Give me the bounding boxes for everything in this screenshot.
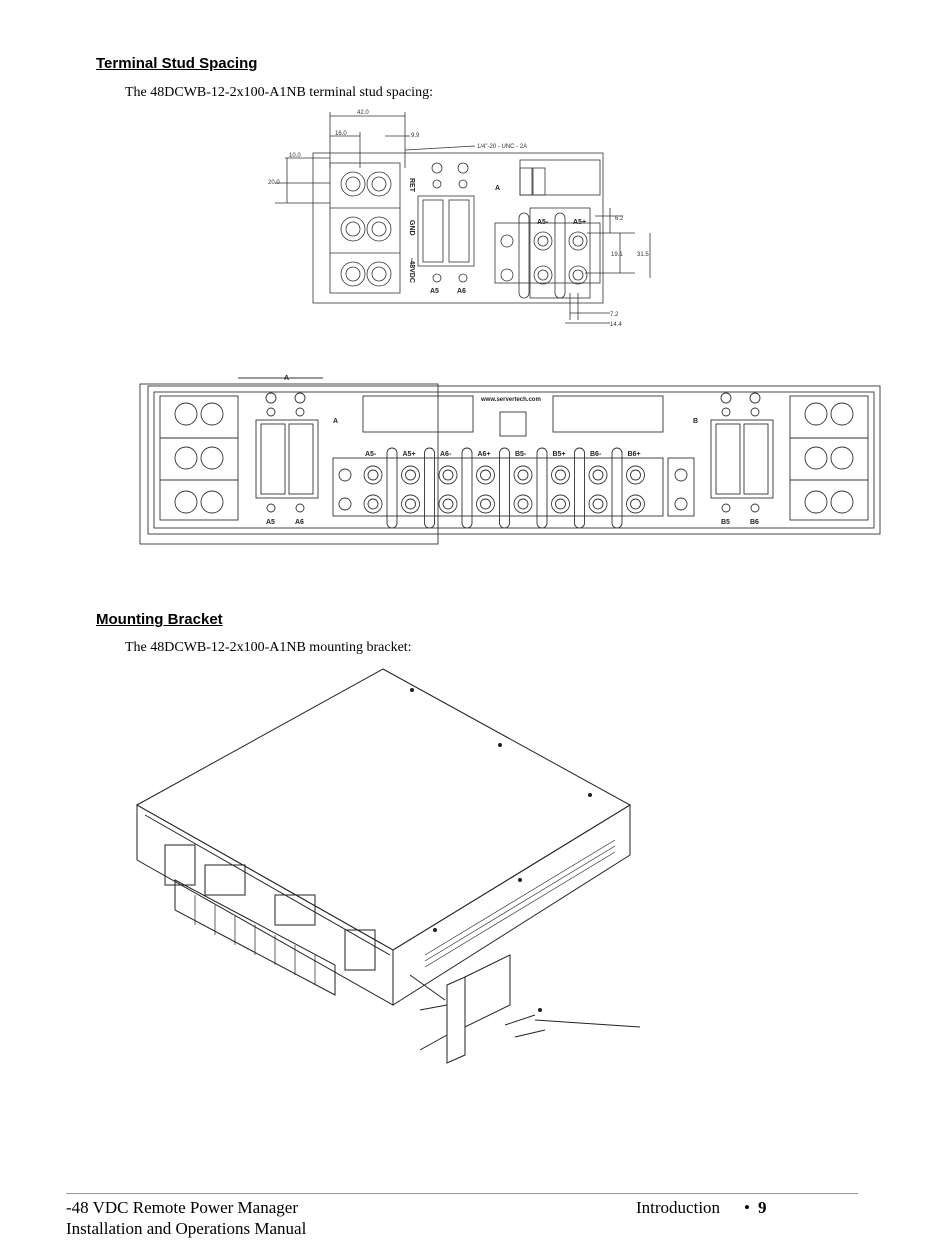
label-a6: A6	[457, 288, 466, 295]
label-gnd: GND	[408, 220, 415, 236]
dim-14-4: 14.4	[610, 322, 622, 328]
bus-divider	[386, 447, 398, 529]
section-heading-mounting-bracket: Mounting Bracket	[96, 611, 223, 628]
bus-stud-inner	[367, 498, 379, 510]
bus-stud-inner	[405, 498, 416, 510]
bus-stud	[626, 494, 645, 514]
mounting-bracket-drawing	[135, 668, 641, 1064]
label-neg48vdc: -48VDC	[408, 258, 415, 283]
bus-divider	[611, 447, 623, 529]
bus-stud	[476, 465, 495, 485]
label-a5-minus: A5-	[537, 219, 549, 226]
mounting-bracket-intro: The 48DCWB-12-2x100-A1NB mounting bracke…	[125, 640, 412, 655]
brand-label: www.servertech.com	[480, 397, 541, 403]
bus-stud	[551, 465, 570, 485]
label-a5: A5	[430, 288, 439, 295]
bus-divider	[461, 447, 473, 529]
dim-19-1: 19.1	[611, 252, 623, 258]
bottom-a6: A6	[295, 519, 304, 526]
dim-20: 20.0	[268, 180, 280, 186]
terminal-stud-detail-drawing: 42.0 16.0 9.9 10.0 20.0 1/4"-20 - UNC - …	[268, 110, 651, 328]
bus-stud-inner	[517, 469, 529, 481]
footer-bullet: •	[744, 1198, 750, 1217]
bus-stud	[401, 465, 420, 485]
dim-42: 42.0	[357, 110, 369, 116]
bus-stud-inner	[517, 498, 529, 510]
bus-stud	[363, 494, 383, 514]
footer-subtitle: Installation and Operations Manual	[66, 1219, 307, 1238]
bus-stud-inner	[480, 469, 491, 481]
bus-divider	[499, 447, 510, 529]
bus-stud-inner	[405, 469, 416, 481]
terminal-stud-intro: The 48DCWB-12-2x100-A1NB terminal stud s…	[125, 85, 433, 100]
bus-stud	[626, 465, 645, 485]
bus-stud-inner	[442, 498, 454, 510]
footer-rule	[66, 1193, 858, 1194]
bottom-b5: B5	[721, 519, 730, 526]
dim-a: A	[284, 375, 289, 382]
bus-label: B6+	[628, 451, 641, 458]
right-b-label: B	[693, 418, 698, 425]
bus-label: B5-	[515, 451, 527, 458]
bus-label: A5-	[365, 451, 377, 458]
front-panel-drawing: A5- A5+ A6- A6+ B5- B5+ B6- B6+ A www.servertec…	[139, 375, 881, 545]
dim-7-2: 7.2	[610, 312, 619, 318]
bus-stud-inner	[442, 469, 454, 481]
footer-section: Introduction	[636, 1198, 721, 1217]
bus-stud-inner	[480, 498, 491, 510]
bus-stud	[588, 465, 608, 485]
bus-divider	[536, 447, 548, 529]
bottom-b6: B6	[750, 519, 759, 526]
bus-stud	[363, 465, 383, 485]
bus-stud	[588, 494, 608, 514]
bus-stud	[551, 494, 570, 514]
bus-divider	[424, 447, 435, 529]
bus-stud-inner	[630, 498, 641, 510]
bus-stud-inner	[555, 469, 566, 481]
thread-note: 1/4"-20 - UNC - 2A	[477, 144, 527, 150]
dim-31-5: 31.5	[637, 252, 649, 258]
bus-stud	[476, 494, 495, 514]
bus-stud	[513, 494, 533, 514]
bus-label: A6+	[478, 451, 491, 458]
bus-divider	[574, 447, 585, 529]
bus-stud	[438, 465, 458, 485]
bus-stud	[513, 465, 533, 485]
bus-stud-inner	[555, 498, 566, 510]
label-ret: RET	[408, 178, 415, 193]
bus-stud-inner	[592, 469, 604, 481]
bus-stud-inner	[630, 469, 641, 481]
page-number: 9	[758, 1198, 767, 1217]
footer-title: -48 VDC Remote Power Manager	[66, 1198, 298, 1217]
section-heading-terminal-stud-spacing: Terminal Stud Spacing	[96, 55, 258, 72]
bottom-a5: A5	[266, 519, 275, 526]
dim-9-9: 9.9	[411, 133, 420, 139]
bus-stud	[401, 494, 420, 514]
bus-stud-inner	[367, 469, 379, 481]
bus-stud	[438, 494, 458, 514]
bus-label: A6-	[440, 451, 452, 458]
bus-label: B6-	[590, 451, 602, 458]
left-a-label: A	[333, 418, 338, 425]
bus-label: A5+	[403, 451, 416, 458]
dim-10: 10.0	[289, 153, 301, 159]
dim-16: 16.0	[335, 131, 347, 137]
label-a: A	[495, 185, 500, 192]
label-a5-plus: A5+	[573, 219, 586, 226]
bus-label: B5+	[553, 451, 566, 458]
dim-6-2: 6.2	[615, 216, 624, 222]
bus-stud-inner	[592, 498, 604, 510]
